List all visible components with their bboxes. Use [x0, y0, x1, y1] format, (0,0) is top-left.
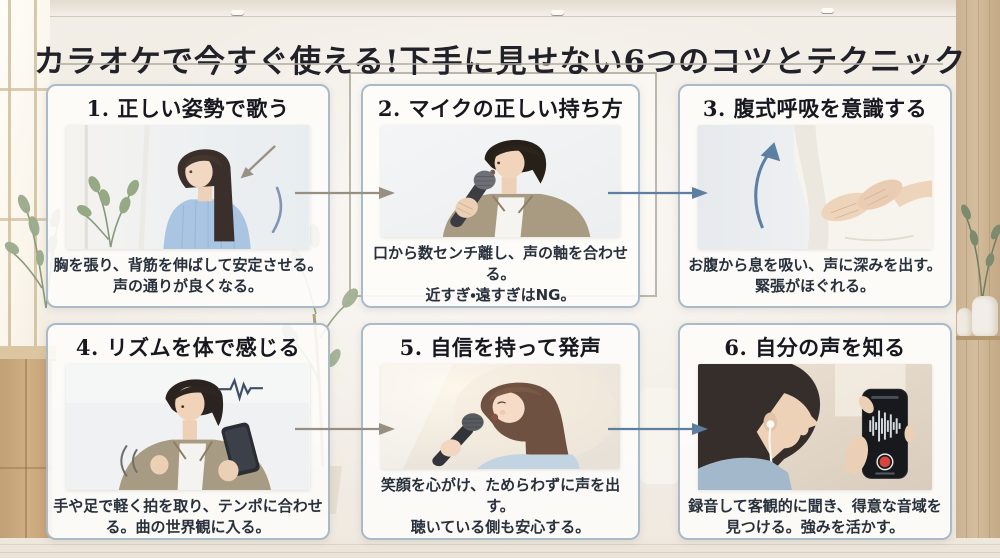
breath-arrow-icon	[753, 142, 780, 229]
arrow-right-icon	[295, 423, 395, 435]
card-3-heading: 3. 腹式呼吸を意識する	[702, 96, 928, 121]
card-step-3-breathing: 3. 腹式呼吸を意識する お腹から息を吸い、声に	[678, 84, 952, 308]
record-button-icon	[879, 456, 890, 468]
arrow-right-icon	[608, 187, 708, 199]
desc-line: 緊張がほぐれる。	[754, 277, 875, 295]
card-6-description: 録音して客観的に聞き、得意な音域を 見つける。強みを活かす。	[688, 496, 942, 538]
card-2-heading: 2. マイクの正しい持ち方	[377, 96, 624, 121]
arrow-right-icon	[608, 423, 708, 435]
desc-line: 声の通りが良くなる。	[112, 277, 263, 295]
shelf-edge	[956, 336, 1000, 340]
waveform-icon	[218, 377, 264, 402]
card-4-photo-rhythm	[66, 364, 310, 490]
ceiling-light-icon	[821, 8, 834, 13]
arrow-right-icon	[295, 187, 395, 199]
card-6-heading: 6. 自分の声を知る	[724, 335, 906, 360]
back-curve-icon	[271, 186, 283, 234]
posture-arrow-icon	[240, 145, 277, 179]
card-step-1-posture: 1. 正しい姿勢で歌う	[46, 84, 330, 308]
card-step-4-rhythm: 4. リズムを体で感じる	[46, 323, 330, 540]
desc-line: 口から数センチ離し、声の軸を合わせる。	[372, 244, 628, 283]
beat-arcs-icon	[120, 444, 139, 477]
vase	[972, 296, 998, 336]
card-step-2-mic-grip: 2. マイクの正しい持ち方	[361, 84, 640, 308]
desc-line: 録音して客観的に聞き、得意な音域を	[688, 497, 942, 515]
card-1-photo-posture	[66, 125, 310, 249]
desc-line: 近すぎ・遠すぎはNG。	[425, 286, 576, 304]
card-step-5-confidence: 5. 自信を持って発声	[361, 323, 640, 540]
card-4-description: 手や足で軽く拍を取り、テンポに合わせ る。曲の世界観に入る。	[53, 496, 322, 538]
ceiling	[0, 0, 1000, 17]
desc-line: お腹から息を吸い、声に深みを出す。	[688, 256, 942, 274]
card-2-description: 口から数センチ離し、声の軸を合わせる。 近すぎ・遠すぎはNG。	[367, 243, 634, 306]
window	[0, 0, 50, 348]
vase	[957, 308, 972, 336]
desc-line: 手や足で軽く拍を取り、テンポに合わせ	[53, 497, 323, 515]
card-2-photo-mic-grip	[380, 125, 621, 237]
card-4-heading: 4. リズムを体で感じる	[75, 335, 301, 360]
plant-sprig-right	[961, 204, 1000, 303]
card-5-photo-smiling-singer	[380, 364, 621, 469]
card-1-description: 胸を張り、背筋を伸ばして安定させる。 声の通りが良くなる。	[54, 255, 323, 297]
card-step-6-know-voice: 6. 自分の声を知る	[678, 323, 952, 540]
card-5-heading: 5. 自信を持って発声	[399, 335, 602, 360]
page-title: カラオケで今すぐ使える!下手に見せない6つのコツとテクニック	[33, 43, 967, 80]
desc-line: 胸を張り、背筋を伸ばして安定させる。	[53, 256, 323, 274]
desc-line: 聴いている側も安心する。	[410, 518, 591, 536]
card-1-heading: 1. 正しい姿勢で歌う	[86, 96, 290, 121]
card-3-description: お腹から息を吸い、声に深みを出す。 緊張がほぐれる。	[688, 255, 942, 297]
desc-line: 笑顔を心がけ、ためらわずに声を出す。	[380, 476, 621, 515]
sofa	[640, 388, 680, 484]
wood-cabinet-left	[0, 359, 52, 558]
card-3-photo-belly-breathing	[697, 125, 933, 249]
waveform-icon	[868, 410, 901, 442]
card-6-photo-recording	[697, 364, 933, 490]
card-5-description: 笑顔を心がけ、ためらわずに声を出す。 聴いている側も安心する。	[367, 475, 634, 538]
ceiling-light-icon	[231, 10, 244, 15]
ceiling-light-icon	[551, 10, 564, 15]
wood-shelf-right	[956, 0, 1000, 558]
recorder-phone-icon	[861, 388, 908, 479]
earbud-icon	[766, 420, 774, 428]
title-underline	[57, 63, 943, 65]
desc-line: る。曲の世界観に入る。	[105, 518, 271, 536]
wood-floor	[0, 538, 1000, 558]
desc-line: 見つける。強みを活かす。	[725, 518, 905, 536]
